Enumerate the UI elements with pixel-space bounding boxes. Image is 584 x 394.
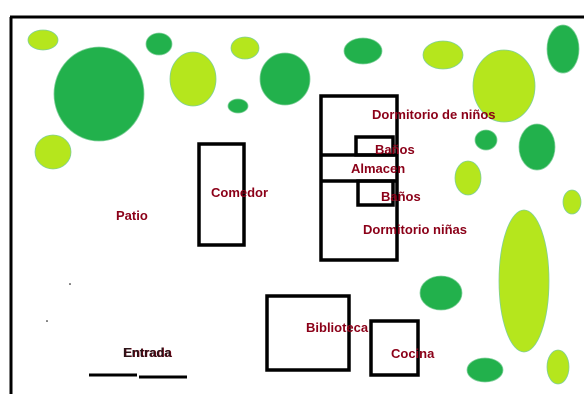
tree (498, 209, 550, 353)
kitchen-room (369, 319, 420, 377)
tree (518, 123, 556, 171)
outer-wall (9, 15, 584, 394)
entrance-line (89, 373, 187, 379)
tree (474, 129, 498, 151)
bathroom-top-room (354, 135, 395, 157)
tree (454, 160, 482, 196)
label-patio: Patio (116, 208, 148, 223)
label-dormitorio-ninas: Dormitorio niñas (363, 222, 468, 237)
tree (419, 275, 463, 311)
trees (27, 24, 582, 385)
tree (259, 52, 311, 106)
tree (34, 134, 72, 170)
speck (69, 283, 71, 285)
tree (546, 24, 580, 74)
dormitory-block-outline (319, 94, 399, 262)
library-room (265, 294, 351, 372)
tree (472, 49, 536, 123)
dining-room (197, 142, 246, 247)
tree (169, 51, 217, 107)
label-banos-top: Baños (375, 142, 415, 157)
label-dormitorio-ninos: Dormitorio de niños (372, 107, 496, 122)
tree (546, 349, 570, 385)
tree (53, 46, 145, 142)
label-cocina: Cocina (391, 346, 435, 361)
tree (343, 37, 383, 65)
tree (230, 36, 260, 60)
tree (562, 189, 582, 215)
tree (27, 29, 59, 51)
label-comedor: Comedor (211, 185, 269, 200)
label-banos-bottom: Baños (381, 189, 421, 204)
tree (466, 357, 504, 383)
tree (422, 40, 464, 70)
bathroom-bottom-room (356, 179, 395, 207)
speck (46, 320, 48, 322)
label-entrada: Entrada (123, 345, 172, 360)
tree (227, 98, 249, 114)
tree (145, 32, 173, 56)
label-biblioteca: Biblioteca (306, 320, 369, 335)
label-almacen: Almacen (351, 161, 406, 176)
